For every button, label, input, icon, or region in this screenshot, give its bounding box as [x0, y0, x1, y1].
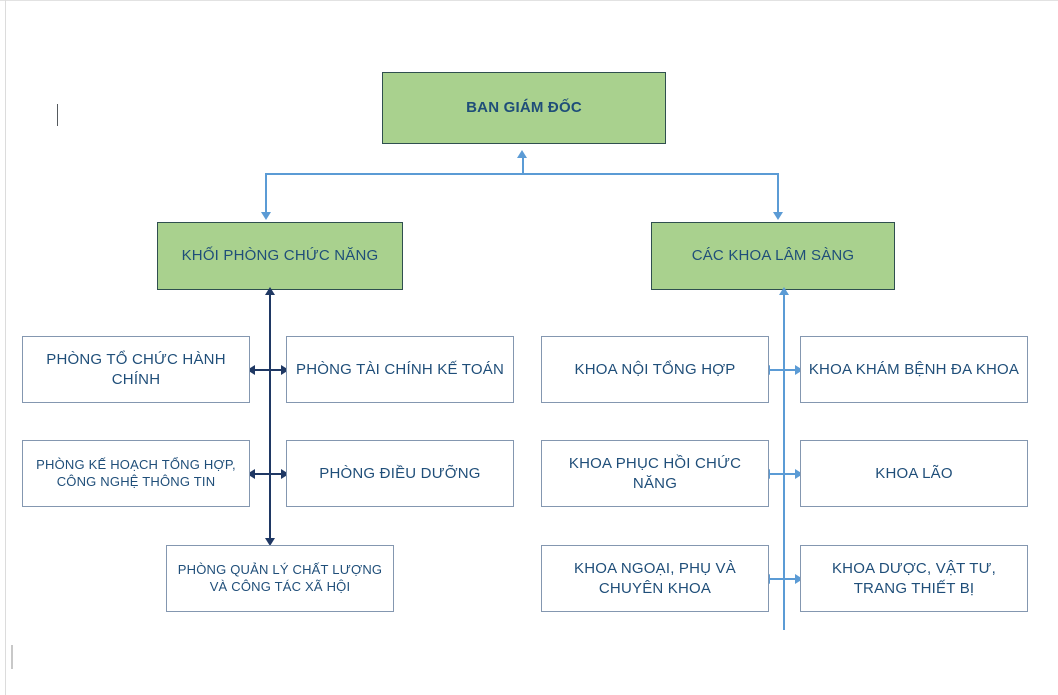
node-khoi-phong-chuc-nang-label: KHỐI PHÒNG CHỨC NĂNG — [181, 247, 379, 265]
node-phong-quan-ly-chat-luong-label: PHÒNG QUẢN LÝ CHẤT LƯỢNG VÀ CÔNG TÁC XÃ … — [177, 561, 383, 594]
node-phong-ke-hoach-tong-hop-cntt[interactable]: PHÒNG KẾ HOẠCH TỔNG HỢP, CÔNG NGHỆ THÔNG… — [22, 440, 250, 507]
node-phong-to-chuc-hanh-chinh[interactable]: PHÒNG TỔ CHỨC HÀNH CHÍNH — [22, 336, 250, 403]
connector-horizontal-bus — [265, 173, 778, 175]
connector-left-row2-arrow-left — [247, 469, 255, 479]
connector-right-row3-arrow-right — [795, 574, 803, 584]
connector-right-row2-arrow-right — [795, 469, 803, 479]
node-phong-quan-ly-chat-luong[interactable]: PHÒNG QUẢN LÝ CHẤT LƯỢNG VÀ CÔNG TÁC XÃ … — [166, 545, 394, 612]
connector-right-spine — [783, 293, 785, 630]
node-khoa-phuc-hoi-chuc-nang[interactable]: KHOA PHỤC HỒI CHỨC NĂNG — [541, 440, 769, 507]
node-khoa-noi-tong-hop[interactable]: KHOA NỘI TỔNG HỢP — [541, 336, 769, 403]
connector-left-spine — [269, 293, 271, 541]
node-ban-giam-doc[interactable]: BAN GIÁM ĐỐC — [382, 72, 666, 144]
node-khoa-phuc-hoi-chuc-nang-label: KHOA PHỤC HỒI CHỨC NĂNG — [568, 455, 742, 492]
page-top-edge — [0, 0, 1058, 1]
connector-left-row1-h — [253, 369, 285, 371]
node-khoa-kham-benh-da-khoa[interactable]: KHOA KHÁM BỆNH ĐA KHOA — [800, 336, 1028, 403]
connector-left-row1-arrow-right — [281, 365, 289, 375]
node-khoa-lao[interactable]: KHOA LÃO — [800, 440, 1028, 507]
page-left-edge — [5, 0, 6, 695]
node-khoa-duoc-vat-tu-trang-thiet-bi-label: KHOA DƯỢC, VẬT TƯ, TRANG THIẾT BỊ — [831, 560, 997, 597]
text-cursor-bottom — [11, 645, 13, 669]
connector-root-stem — [522, 158, 524, 174]
node-phong-tai-chinh-ke-toan[interactable]: PHÒNG TÀI CHÍNH KẾ TOÁN — [286, 336, 514, 403]
node-khoa-kham-benh-da-khoa-label: KHOA KHÁM BỆNH ĐA KHOA — [808, 360, 1020, 378]
connector-right-row1-arrow-right — [795, 365, 803, 375]
node-phong-to-chuc-hanh-chinh-label: PHÒNG TỔ CHỨC HÀNH CHÍNH — [46, 351, 226, 388]
connector-right-row3-h — [768, 578, 799, 580]
connector-right-drop — [777, 173, 779, 215]
connector-left-row2-arrow-right — [281, 469, 289, 479]
node-phong-dieu-duong[interactable]: PHÒNG ĐIỀU DƯỠNG — [286, 440, 514, 507]
connector-root-arrowhead — [517, 150, 527, 158]
node-phong-dieu-duong-label: PHÒNG ĐIỀU DƯỠNG — [319, 464, 481, 482]
connector-right-row1-h — [768, 369, 799, 371]
node-khoa-duoc-vat-tu-trang-thiet-bi[interactable]: KHOA DƯỢC, VẬT TƯ, TRANG THIẾT BỊ — [800, 545, 1028, 612]
connector-left-drop — [265, 173, 267, 215]
node-cac-khoa-lam-sang-label: CÁC KHOA LÂM SÀNG — [691, 247, 855, 265]
connector-right-arrowhead — [773, 212, 783, 220]
connector-left-row1-arrow-left — [247, 365, 255, 375]
node-phong-tai-chinh-ke-toan-label: PHÒNG TÀI CHÍNH KẾ TOÁN — [296, 360, 504, 378]
connector-right-row2-h — [768, 473, 799, 475]
node-khoa-ngoai-phu-chuyen-khoa-label: KHOA NGOẠI, PHỤ VÀ CHUYÊN KHOA — [574, 560, 736, 597]
text-cursor-top — [57, 104, 58, 126]
connector-left-row2-h — [253, 473, 285, 475]
connector-left-spine-top-arrow — [265, 287, 275, 295]
node-phong-ke-hoach-tong-hop-cntt-label: PHÒNG KẾ HOẠCH TỔNG HỢP, CÔNG NGHỆ THÔNG… — [36, 456, 236, 489]
connector-left-spine-bottom-arrow — [265, 538, 275, 546]
node-khoi-phong-chuc-nang[interactable]: KHỐI PHÒNG CHỨC NĂNG — [157, 222, 403, 290]
node-khoa-lao-label: KHOA LÃO — [875, 464, 953, 482]
node-ban-giam-doc-label: BAN GIÁM ĐỐC — [466, 99, 582, 117]
connector-left-arrowhead — [261, 212, 271, 220]
node-khoa-noi-tong-hop-label: KHOA NỘI TỔNG HỢP — [574, 360, 736, 378]
connector-right-spine-top-arrow — [779, 287, 789, 295]
node-cac-khoa-lam-sang[interactable]: CÁC KHOA LÂM SÀNG — [651, 222, 895, 290]
node-khoa-ngoai-phu-chuyen-khoa[interactable]: KHOA NGOẠI, PHỤ VÀ CHUYÊN KHOA — [541, 545, 769, 612]
